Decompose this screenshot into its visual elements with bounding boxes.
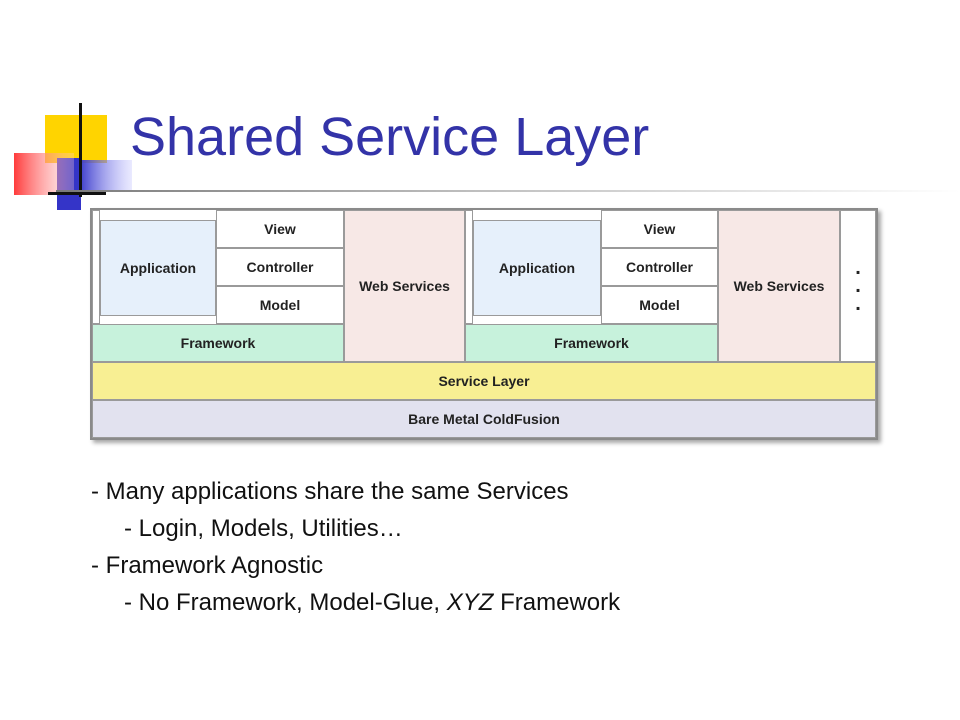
slide-title: Shared Service Layer	[130, 107, 650, 167]
stack-1-controller-box: Controller	[216, 248, 344, 286]
ellipsis-dot-2: .	[855, 275, 861, 297]
stack-1-web-services-box: Web Services	[344, 210, 465, 362]
stack-1-model-box: Model	[216, 286, 344, 324]
stack-1-framework-box: Framework	[92, 324, 344, 362]
stack-2-view-box: View	[601, 210, 718, 248]
bullet-item: - Framework Agnostic	[91, 552, 324, 579]
sub-bullet-text: Framework	[493, 589, 621, 616]
title-rule	[56, 190, 960, 192]
ellipsis-dot-3: .	[855, 293, 861, 315]
sub-bullet-item: - No Framework, Model-Glue, XYZ Framewor…	[91, 587, 891, 624]
bullet-list: - Many applications share the same Servi…	[91, 476, 891, 624]
stack-2-web-services-box: Web Services	[718, 210, 840, 362]
bullet-item: - Many applications share the same Servi…	[91, 478, 569, 505]
stack-2-model-box: Model	[601, 286, 718, 324]
corner-ornament-graphic	[14, 103, 132, 210]
sub-bullet-text: - No Framework, Model-Glue,	[124, 589, 447, 616]
stack-1-left-strip	[92, 210, 100, 324]
stack-1-application-box: Application	[100, 220, 216, 316]
bare-metal-coldfusion-box: Bare Metal ColdFusion	[92, 400, 876, 438]
architecture-diagram: Application View Controller Model Framew…	[90, 208, 878, 440]
stack-2-framework-box: Framework	[465, 324, 718, 362]
service-layer-box: Service Layer	[92, 362, 876, 400]
ellipsis-dot-1: .	[855, 257, 861, 279]
sub-bullet-italic-text: XYZ	[446, 589, 494, 616]
stack-1-view-box: View	[216, 210, 344, 248]
stack-2-left-strip	[465, 210, 473, 324]
more-stacks-ellipsis: . . .	[840, 210, 876, 362]
sub-bullet-item: - Login, Models, Utilities…	[124, 515, 403, 542]
stack-2-application-box: Application	[473, 220, 601, 316]
corner-ornament	[0, 0, 140, 215]
stack-2-controller-box: Controller	[601, 248, 718, 286]
